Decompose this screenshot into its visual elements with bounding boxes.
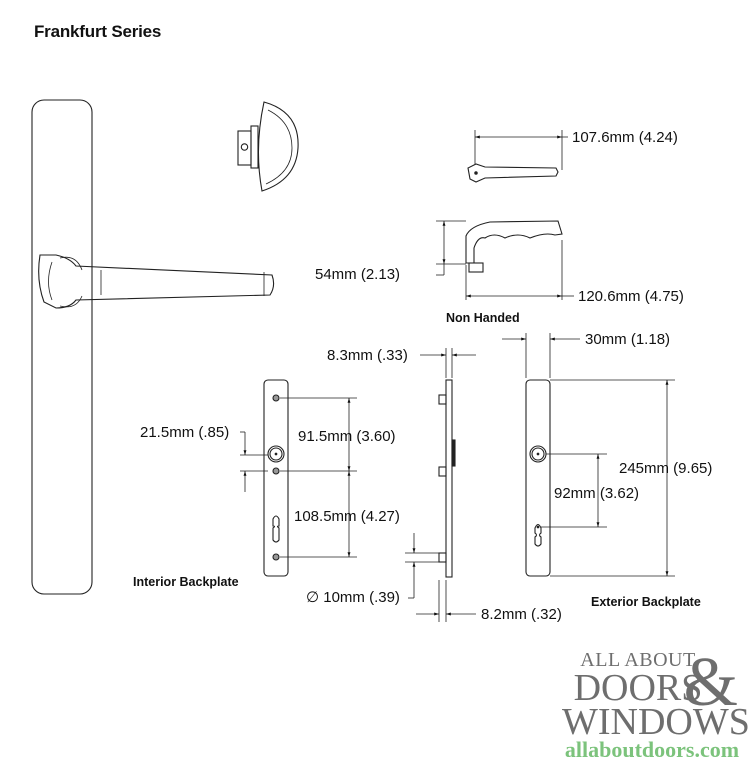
dim-upper-screw-spacing: 91.5mm (3.60) (298, 428, 396, 445)
dim-spindle-offset: 21.5mm (.85) (140, 424, 229, 441)
brand-logo: ALL ABOUT DOORS & WINDOWS allaboutdoors.… (562, 644, 750, 762)
handle-end-view (237, 101, 299, 192)
page-title: Frankfurt Series (34, 22, 162, 41)
caption-interior-backplate: Interior Backplate (133, 575, 239, 589)
exterior-backplate (502, 333, 675, 577)
dim-cylinder-center: 92mm (3.62) (554, 485, 639, 502)
dim-handle-side-length: 120.6mm (4.75) (578, 288, 684, 305)
dim-post-diameter: ∅ 10mm (.39) (306, 589, 400, 606)
logo-line-all-about: ALL ABOUT (580, 649, 696, 671)
dim-plate-width: 30mm (1.18) (585, 331, 670, 348)
caption-non-handed: Non Handed (446, 311, 520, 325)
logo-line-doors: DOORS (573, 667, 703, 709)
caption-exterior-backplate: Exterior Backplate (591, 595, 701, 609)
handle-front-view (31, 99, 275, 595)
dim-handle-height: 54mm (2.13) (315, 266, 400, 283)
dim-lower-screw-spacing: 108.5mm (4.27) (294, 508, 400, 525)
logo-line-windows: WINDOWS (562, 701, 750, 743)
handle-side-view (436, 220, 574, 300)
dim-post-thickness: 8.2mm (.32) (481, 606, 562, 623)
logo-ampersand: & (683, 644, 738, 721)
backplate-side-profile (405, 348, 476, 622)
dim-plate-thickness: 8.3mm (.33) (327, 347, 408, 364)
dim-handle-top-length: 107.6mm (4.24) (572, 129, 678, 146)
interior-backplate (240, 379, 357, 577)
dim-plate-height: 245mm (9.65) (619, 460, 712, 477)
logo-url: allaboutdoors.com (564, 737, 740, 762)
handle-top-view (467, 130, 568, 183)
